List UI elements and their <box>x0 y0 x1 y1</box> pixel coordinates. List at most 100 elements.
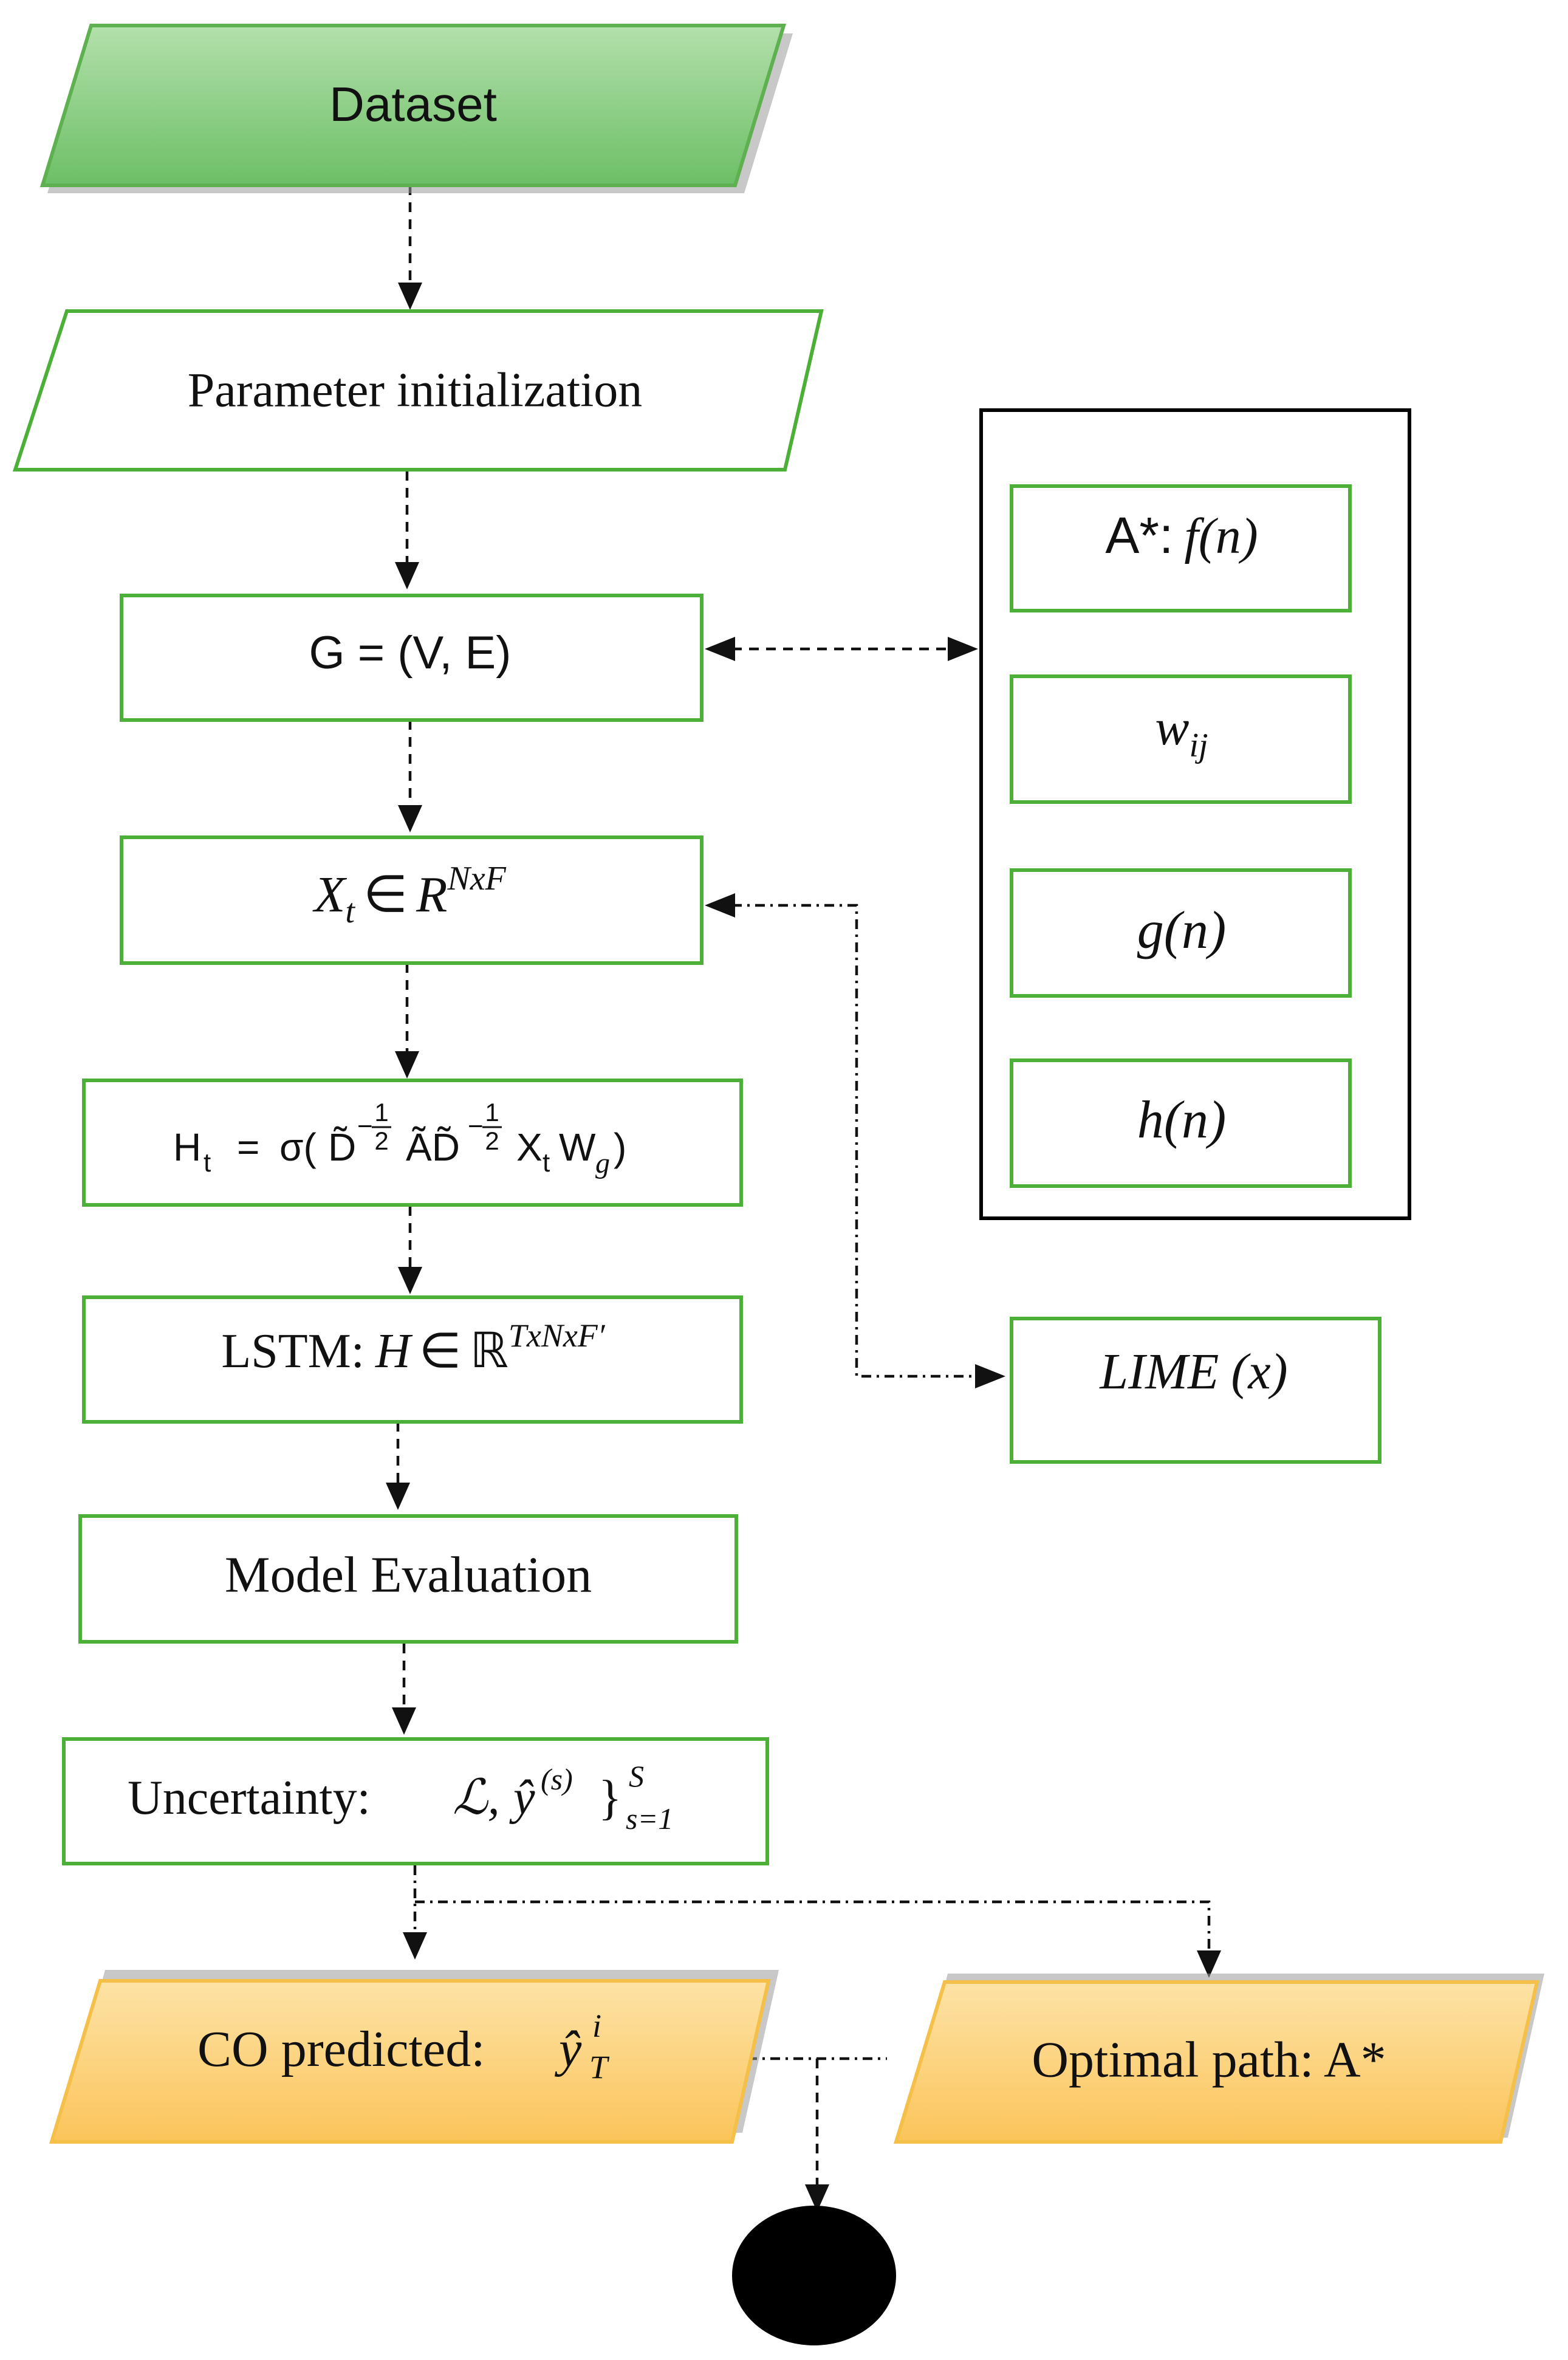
uncertainty-node: Uncertainty: ℒ, ŷ (s) } S s=1 <box>62 1737 769 1865</box>
gcn-eq: = <box>237 1125 259 1169</box>
co-predicted-node: CO predicted: ŷ i T <box>49 1970 779 2144</box>
param-init-node: Parameter initialization <box>12 309 824 472</box>
uncertainty-loss: ℒ, <box>453 1771 500 1825</box>
evaluation-node: Model Evaluation <box>78 1514 738 1644</box>
uncertainty-brace: } <box>598 1771 621 1825</box>
gcn-x: X <box>516 1125 543 1169</box>
astar-w-sub: ij <box>1189 727 1208 764</box>
co-predicted-shape <box>49 1979 771 2144</box>
uncertainty-lower: s=1 <box>626 1802 673 1836</box>
gcn-w: W <box>559 1125 596 1169</box>
gcn-frac-den-2: 2 <box>485 1127 499 1155</box>
gcn-close: ) <box>614 1125 626 1169</box>
arrowhead-astar-right <box>948 637 978 661</box>
uncertainty-shape <box>62 1737 769 1865</box>
gcn-sub-t: t <box>204 1148 211 1178</box>
co-predicted-sup: i <box>592 2008 601 2044</box>
end-node <box>732 2206 896 2345</box>
arrowhead-end <box>805 2184 829 2212</box>
gcn-minus-2: − <box>468 1111 484 1141</box>
param-init-label: Parameter initialization <box>188 363 643 417</box>
arrowhead-optimal <box>1197 1950 1221 1978</box>
arrowhead-uncertainty <box>392 1707 416 1735</box>
astar-g-label: g(n) <box>1137 901 1227 960</box>
astar-panel: A*:f(n) wij g(n) h(n) <box>979 408 1411 1220</box>
astar-h-arg: (n) <box>1164 1091 1227 1150</box>
features-sup: NxF <box>447 860 506 897</box>
astar-w-label: wij <box>1155 699 1208 764</box>
dataset-node: Dataset <box>39 24 793 193</box>
lime-shape <box>1010 1317 1381 1464</box>
arrowhead-gcn <box>395 1051 419 1079</box>
arrowhead-co <box>403 1932 427 1960</box>
lstm-node: LSTM:H∈ℝTxNxF′ <box>82 1295 743 1424</box>
gcn-frac-den-1: 2 <box>374 1127 388 1155</box>
arrowhead-evaluation <box>386 1483 410 1510</box>
dataset-shape <box>39 24 787 187</box>
astar-f-label: A*:f(n) <box>1105 507 1258 564</box>
features-sub: t <box>345 893 355 930</box>
param-init-shape <box>12 309 824 472</box>
edge-features-to-lime <box>732 904 978 1378</box>
arrowhead-graph-left <box>705 637 735 661</box>
gcn-frac-num-2: 1 <box>485 1098 499 1127</box>
gcn-minus-1: − <box>357 1111 373 1141</box>
features-label: Xt∈RNxF <box>312 860 507 930</box>
lstm-shape <box>82 1295 743 1424</box>
astar-f-shape <box>1010 484 1352 612</box>
astar-f-arg: (n) <box>1199 508 1258 564</box>
astar-h-label: h(n) <box>1137 1091 1227 1150</box>
lime-label: LIME(x) <box>1099 1343 1287 1400</box>
edges <box>386 185 1221 2212</box>
gcn-x-sub: t <box>543 1148 550 1178</box>
gcn-a-dtilde: ÃD̃ <box>406 1125 460 1169</box>
features-set: R <box>416 866 447 923</box>
astar-w-shape <box>1010 674 1352 804</box>
gcn-node: H t = σ( D̃ − 1 2 ÃD̃ − 1 2 X t W g ) <box>82 1079 743 1207</box>
uncertainty-yhat: ŷ <box>509 1771 535 1825</box>
gcn-sigma: σ( <box>279 1125 317 1169</box>
astar-f-pre: A*: <box>1105 507 1173 564</box>
lstm-sup: TxNxF′ <box>508 1317 606 1354</box>
astar-g-arg: (n) <box>1164 901 1227 960</box>
dataset-label: Dataset <box>329 77 497 131</box>
lstm-set: ℝ <box>470 1325 508 1378</box>
arrowhead-lime-right <box>975 1364 1005 1388</box>
features-node: Xt∈RNxF <box>120 835 704 965</box>
uncertainty-pre: Uncertainty: <box>128 1771 371 1825</box>
gcn-h: H <box>173 1125 201 1169</box>
features-shape <box>120 835 704 965</box>
graph-label: G = (V, E) <box>309 627 512 679</box>
lstm-in: ∈ <box>419 1325 462 1378</box>
uncertainty-upper: S <box>629 1759 644 1793</box>
features-in: ∈ <box>363 866 408 923</box>
co-predicted-yhat: ŷ <box>554 2021 582 2077</box>
arrowhead-lstm <box>398 1267 422 1294</box>
arrowhead-param <box>398 283 422 310</box>
astar-w-base: w <box>1155 699 1189 756</box>
lstm-label: LSTM:H∈ℝTxNxF′ <box>221 1317 605 1378</box>
astar-h-fn: h <box>1137 1091 1164 1150</box>
co-predicted-sub: T <box>589 2049 610 2085</box>
lstm-var: H <box>375 1325 413 1378</box>
astar-h-shape <box>1010 1058 1352 1188</box>
gcn-frac-num-1: 1 <box>374 1098 388 1127</box>
optimal-path-label: Optimal path: A* <box>1032 2031 1386 2088</box>
gcn-w-sub: g <box>595 1147 610 1179</box>
evaluation-label: Model Evaluation <box>225 1546 592 1603</box>
optimal-path-node: Optimal path: A* <box>893 1974 1544 2144</box>
co-predicted-pre: CO predicted: <box>197 2021 485 2077</box>
arrowhead-features-left <box>705 893 735 918</box>
lime-node: LIME(x) <box>1010 1317 1381 1464</box>
uncertainty-sup-s: (s) <box>541 1762 573 1796</box>
features-x: X <box>312 866 347 923</box>
graph-node: G = (V, E) <box>120 594 704 722</box>
gcn-dtilde-1: D̃ <box>328 1125 356 1169</box>
edge-uncertainty-to-optimal <box>415 1900 1211 1954</box>
astar-g-shape <box>1010 868 1352 998</box>
arrowhead-features <box>398 805 422 832</box>
gcn-shape <box>82 1079 743 1207</box>
evaluation-shape <box>78 1514 738 1644</box>
lime-arg: (x) <box>1231 1343 1287 1400</box>
